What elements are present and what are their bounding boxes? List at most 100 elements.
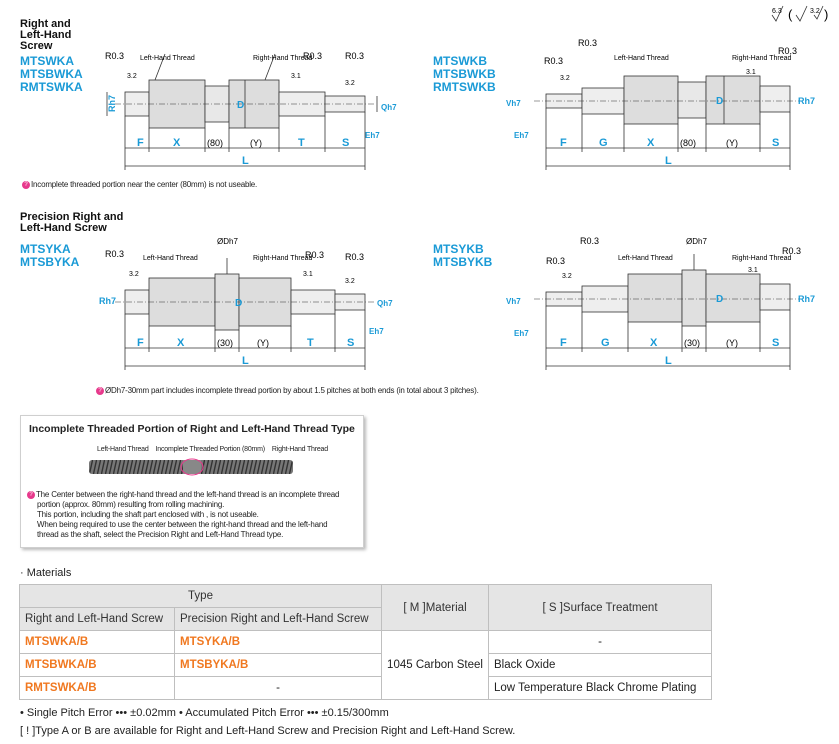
code-cell[interactable]: MTSWKA/B (19, 630, 175, 654)
drawing-precision-screw-type-a: F X (30) (Y) T S L D ØDh7 Rh7 Qh7 Eh7 R0… (99, 237, 393, 370)
svg-text:F: F (137, 337, 144, 349)
materials-label: · Materials (20, 567, 72, 579)
svg-text:L: L (242, 355, 249, 367)
svg-text:Rh7: Rh7 (107, 95, 117, 112)
svg-text:(30): (30) (217, 338, 233, 348)
svg-text:D: D (716, 294, 723, 305)
svg-text:F: F (137, 137, 144, 149)
svg-text:Right-Hand Thread: Right-Hand Thread (732, 55, 792, 62)
svg-text:(80): (80) (207, 138, 223, 148)
surface-cell: Black Oxide (488, 653, 712, 677)
svg-text:X: X (173, 137, 181, 149)
code-cell[interactable]: RMTSWKA/B (19, 676, 175, 700)
info-icon: ? (27, 490, 35, 499)
svg-text:Right-Hand Thread: Right-Hand Thread (253, 55, 313, 62)
svg-text:(Y): (Y) (726, 338, 738, 348)
header-surface: [ S ]Surface Treatment (488, 584, 712, 631)
svg-text:R0.3: R0.3 (305, 250, 324, 260)
label-right-thread: Right-Hand Thread (271, 446, 328, 453)
thread-photo-labels: Left-Hand Thread Incomplete Threaded Por… (97, 446, 328, 453)
svg-text:R0.3: R0.3 (345, 51, 364, 61)
svg-text:R0.3: R0.3 (578, 38, 597, 48)
code-cell: - (174, 676, 382, 700)
section1-title: Right and Left-Hand Screw (20, 18, 72, 52)
svg-text:Eh7: Eh7 (369, 327, 384, 336)
svg-text:S: S (772, 137, 779, 149)
section1-codes-b: MTSWKB MTSBWKB RMTSWKB (433, 54, 496, 94)
svg-text:(30): (30) (684, 338, 700, 348)
svg-text:3.2: 3.2 (345, 80, 355, 87)
section2-codes-a: MTSYKA MTSBYKA (20, 242, 80, 269)
svg-text:F: F (560, 137, 567, 149)
info-icon: ? (22, 180, 30, 189)
svg-text:3.2: 3.2 (562, 273, 572, 280)
svg-text:T: T (307, 337, 314, 349)
svg-text:D: D (235, 298, 242, 309)
svg-text:Vh7: Vh7 (506, 297, 521, 306)
svg-text:Right-Hand Thread: Right-Hand Thread (253, 255, 313, 262)
svg-text:R0.3: R0.3 (544, 56, 563, 66)
svg-text:T: T (298, 137, 305, 149)
svg-text:Left-Hand Thread: Left-Hand Thread (618, 255, 673, 262)
svg-text:Rh7: Rh7 (798, 96, 815, 106)
surface-cell: - (488, 630, 712, 654)
svg-text:Left-Hand Thread: Left-Hand Thread (614, 55, 669, 62)
svg-text:3.2: 3.2 (129, 271, 139, 278)
svg-text:Eh7: Eh7 (514, 131, 529, 140)
svg-text:F: F (560, 337, 567, 349)
svg-text:Qh7: Qh7 (381, 103, 397, 112)
svg-text:ØDh7: ØDh7 (686, 237, 707, 246)
svg-text:3.2: 3.2 (127, 73, 137, 80)
info-box-title: Incomplete Threaded Portion of Right and… (29, 423, 355, 435)
pitch-error-note: • Single Pitch Error ••• ±0.02mm • Accum… (20, 707, 389, 719)
svg-text:3.2: 3.2 (810, 8, 820, 15)
svg-text:X: X (647, 137, 655, 149)
label-incomplete-portion: Incomplete Threaded Portion (80mm) (155, 446, 266, 453)
section1-codes-a: MTSWKA MTSBWKA RMTSWKA (20, 54, 83, 94)
svg-text:L: L (665, 355, 672, 367)
table-row: MTSBWKA/B MTSBYKA/B Black Oxide (19, 653, 712, 677)
svg-text:R0.3: R0.3 (105, 249, 124, 259)
svg-text:(Y): (Y) (250, 138, 262, 148)
code-cell[interactable]: MTSBWKA/B (19, 653, 175, 677)
svg-text:L: L (665, 155, 672, 167)
svg-text:Qh7: Qh7 (377, 299, 393, 308)
table-row: MTSWKA/B MTSYKA/B 1045 Carbon Steel - (19, 630, 712, 700)
drawing-precision-screw-type-b: F G X (30) (Y) S L D ØDh7 Rh7 Vh7 Eh7 R0… (506, 236, 815, 370)
table-row: RMTSWKA/B - Low Temperature Black Chrome… (19, 676, 712, 700)
svg-text:R0.3: R0.3 (778, 46, 797, 56)
surface-cell: Low Temperature Black Chrome Plating (488, 676, 712, 700)
threaded-rod-image (89, 458, 293, 476)
svg-text:ØDh7: ØDh7 (217, 237, 238, 246)
material-cell: 1045 Carbon Steel (381, 630, 489, 700)
svg-text:(Y): (Y) (726, 138, 738, 148)
surface-roughness-symbol: 6.3 ( 3.2 ) (770, 4, 832, 26)
svg-text:Rh7: Rh7 (798, 294, 815, 304)
info-box-note: ?The Center between the right-hand threa… (27, 490, 357, 540)
svg-text:X: X (650, 337, 658, 349)
code-cell[interactable]: MTSBYKA/B (174, 653, 382, 677)
section2-title: Precision Right and Left-Hand Screw (20, 211, 124, 234)
section2-codes-b: MTSYKB MTSBYKB (433, 242, 493, 269)
incomplete-thread-info-box: Incomplete Threaded Portion of Right and… (20, 415, 364, 548)
type-availability-note: [ ! ]Type A or B are available for Right… (20, 725, 516, 737)
code-cell[interactable]: MTSYKA/B (174, 630, 382, 654)
svg-text:R0.3: R0.3 (782, 246, 801, 256)
svg-text:3.1: 3.1 (748, 267, 758, 274)
svg-text:Rh7: Rh7 (99, 296, 116, 306)
svg-text:R0.3: R0.3 (580, 236, 599, 246)
svg-text:S: S (342, 137, 349, 149)
svg-text:D: D (716, 96, 723, 107)
label-left-thread: Left-Hand Thread (97, 446, 149, 453)
svg-text:Left-Hand Thread: Left-Hand Thread (140, 55, 195, 62)
drawing-screw-type-a: F X (80) (Y) T S L D Rh7 Qh7 Eh7 R0.3 Le… (105, 51, 397, 170)
header-col1: Right and Left-Hand Screw (19, 607, 175, 631)
svg-text:(Y): (Y) (257, 338, 269, 348)
svg-text:L: L (242, 155, 249, 167)
header-type: Type (19, 584, 382, 608)
roughness-icon: 6.3 ( 3.2 ) (771, 5, 828, 22)
svg-text:S: S (347, 337, 354, 349)
svg-text:D: D (237, 100, 244, 111)
svg-text:Eh7: Eh7 (514, 329, 529, 338)
svg-text:3.1: 3.1 (291, 73, 301, 80)
